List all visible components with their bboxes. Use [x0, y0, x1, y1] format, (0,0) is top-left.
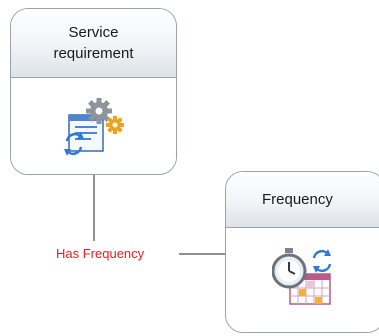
frequency-header: Frequency	[226, 172, 379, 228]
service-requirement-title: Service requirement	[53, 24, 134, 62]
relationship-label[interactable]: Has Frequency	[56, 246, 145, 261]
service-requirement-body	[11, 78, 176, 174]
service-document-gears-icon	[64, 98, 124, 156]
service-requirement-header: Service requirement	[11, 9, 176, 78]
frequency-entity[interactable]: Frequency	[225, 171, 379, 333]
service-requirement-entity[interactable]: Service requirement	[10, 8, 177, 175]
frequency-body	[226, 228, 379, 332]
frequency-title: Frequency	[262, 191, 333, 208]
stopwatch-calendar-icon	[272, 248, 332, 305]
